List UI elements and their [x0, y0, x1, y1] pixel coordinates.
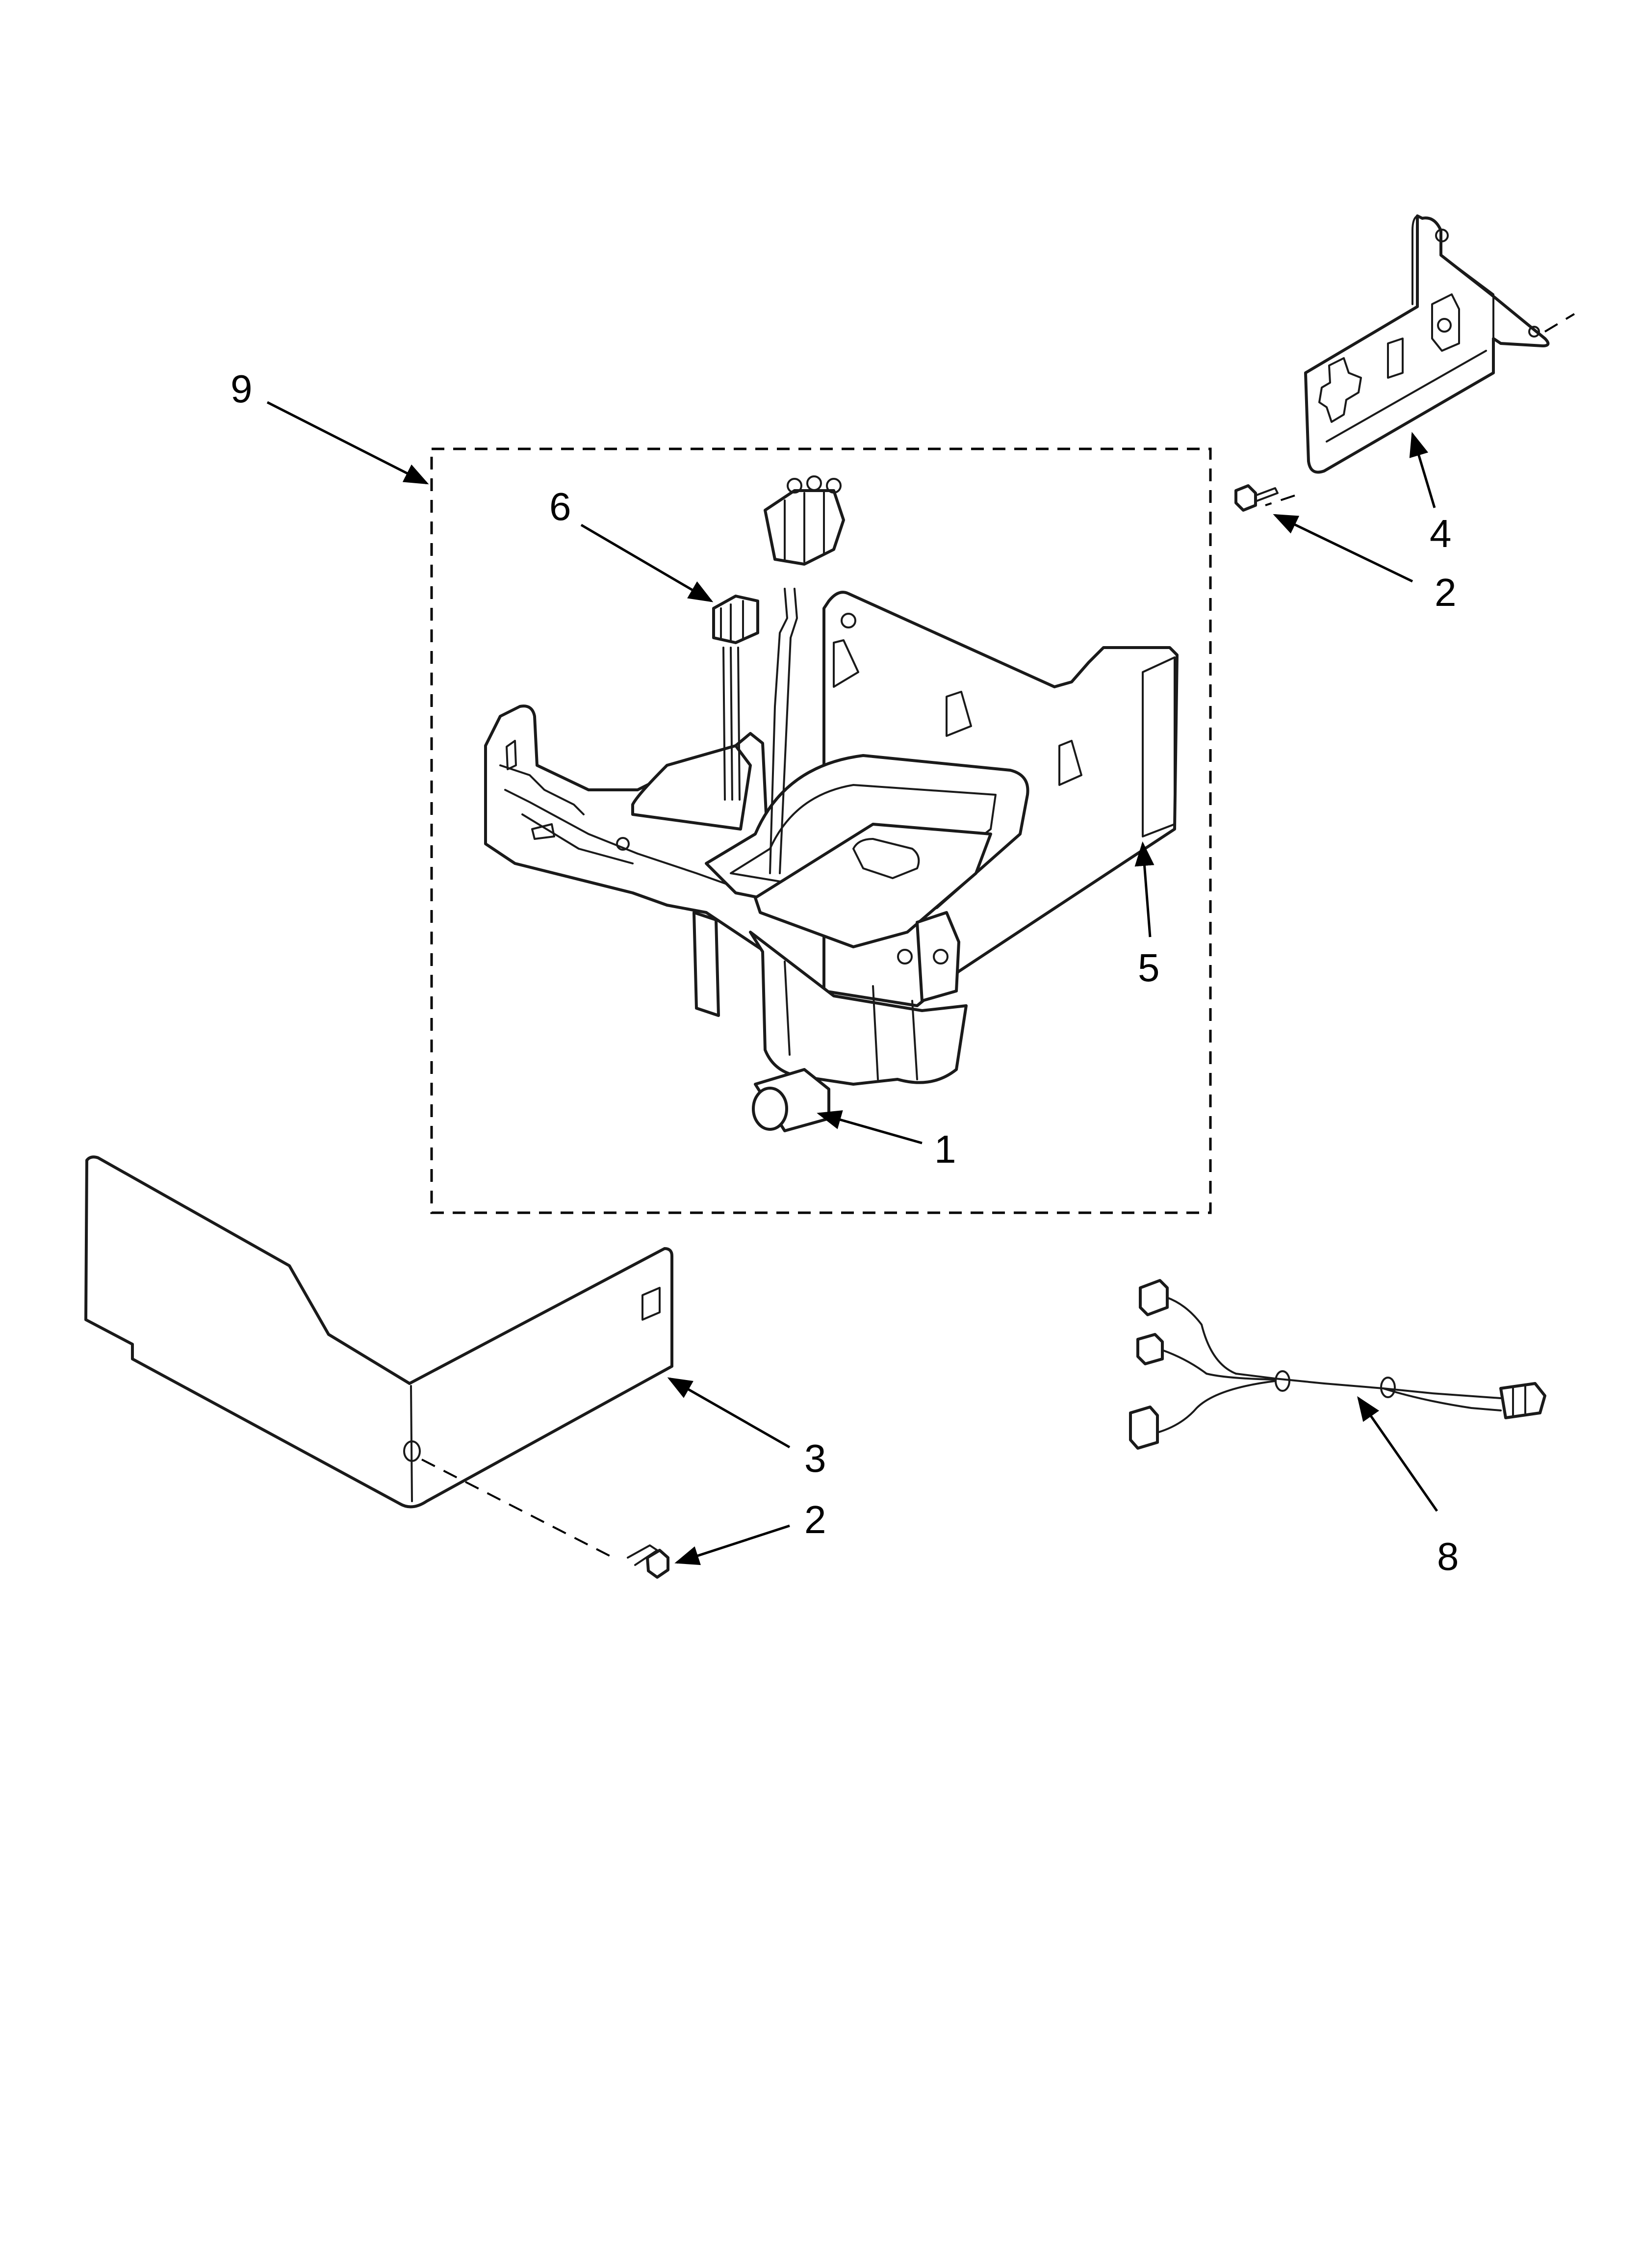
part-3-cover [84, 1155, 673, 1561]
assembly-boundary [430, 447, 1212, 1214]
part-2-screw-lower [627, 1544, 669, 1579]
callout-3: 3 [804, 1436, 826, 1480]
leader-5 [1134, 841, 1155, 938]
callout-5: 5 [1138, 946, 1160, 990]
leader-8 [1357, 1396, 1438, 1512]
callout-6: 6 [549, 485, 571, 528]
part-6-wires [712, 475, 845, 874]
callout-1: 1 [934, 1127, 956, 1171]
leader-4 [1409, 432, 1436, 508]
part-8-harness [1129, 1279, 1546, 1450]
part-5-base-pan [484, 591, 1179, 1086]
leader-6 [580, 523, 714, 602]
leader-3 [667, 1377, 791, 1449]
callout-8: 8 [1437, 1535, 1459, 1578]
part-2-screw-upper [1234, 484, 1279, 512]
callout-2-upper: 2 [1435, 571, 1457, 614]
leader-1 [817, 1110, 923, 1145]
part-4-bracket [1265, 214, 1575, 506]
callout-4: 4 [1430, 512, 1452, 555]
part-1-nozzle [752, 1068, 830, 1132]
leader-2-upper [1273, 514, 1413, 583]
callout-9: 9 [231, 367, 253, 411]
leader-2-lower [674, 1524, 790, 1565]
callout-2-lower: 2 [804, 1498, 826, 1541]
leader-9 [266, 401, 429, 485]
